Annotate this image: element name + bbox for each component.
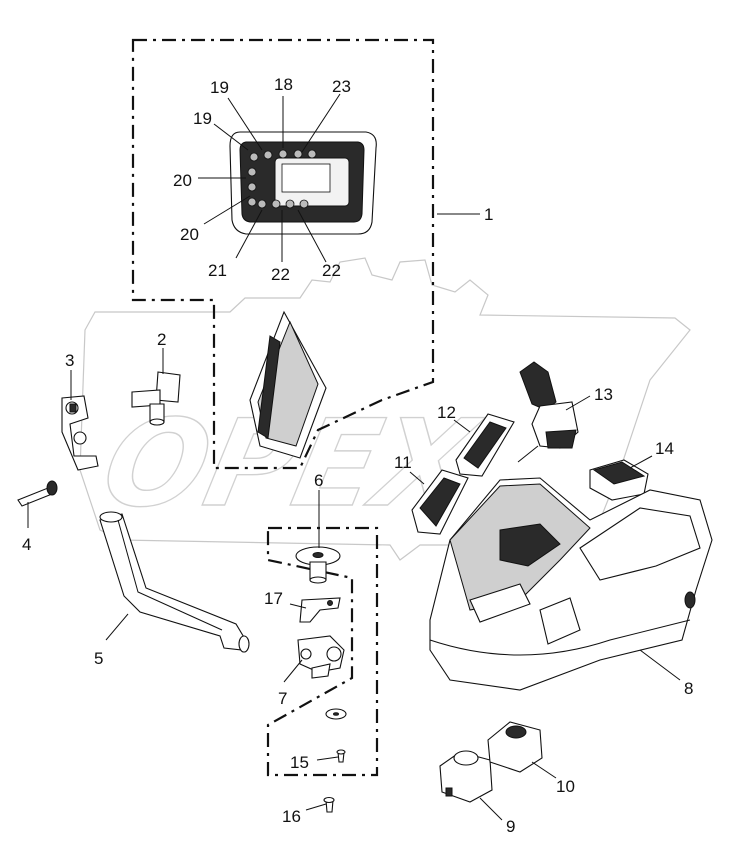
joystick [517, 361, 579, 463]
callout-6: 6 [314, 471, 323, 490]
bolt-16 [323, 796, 335, 813]
watermark-gear-outline [79, 257, 691, 561]
callout-19-side: 19 [193, 109, 212, 128]
callout-15: 15 [290, 753, 309, 772]
callout-19-top: 19 [210, 78, 229, 97]
mounting-post [295, 546, 341, 584]
callout-18: 18 [274, 75, 293, 94]
display-monitor-front [229, 131, 377, 235]
callout-14: 14 [655, 439, 674, 458]
callout-7: 7 [278, 689, 287, 708]
assembly-boundary-1 [131, 38, 435, 470]
switch-panel-12 [455, 413, 515, 477]
callout-20-upper: 20 [173, 171, 192, 190]
callout-9: 9 [506, 817, 515, 836]
callout-16: 16 [282, 807, 301, 826]
armrest-console [429, 477, 713, 691]
screw-15 [336, 749, 346, 763]
callout-22-right: 22 [322, 261, 341, 280]
leader-lines [27, 93, 681, 821]
switch-panel-11 [411, 469, 469, 535]
callout-17: 17 [264, 589, 283, 608]
callout-13: 13 [594, 385, 613, 404]
bent-support-tube [99, 511, 250, 653]
assembly-boundary-6 [266, 526, 379, 777]
mounting-bracket [131, 371, 181, 426]
callout-8: 8 [684, 679, 693, 698]
callout-1: 1 [484, 205, 493, 224]
callout-20-lower: 20 [180, 225, 199, 244]
washer [325, 708, 347, 720]
clamp [61, 395, 99, 471]
monitor-buttons [247, 149, 317, 209]
small-bracket [299, 597, 341, 623]
lever-knob [17, 480, 58, 507]
callout-22-left: 22 [271, 265, 290, 284]
callout-3: 3 [65, 351, 74, 370]
watermark-logo: OPEX [79, 257, 691, 561]
callout-23: 23 [332, 77, 351, 96]
switch-box-9 [439, 750, 493, 803]
knob-box-10 [487, 721, 543, 773]
keypad [589, 459, 649, 501]
callout-5: 5 [94, 649, 103, 668]
display-monitor-side [249, 310, 327, 459]
callout-labels: 1 2 3 4 5 6 7 8 9 10 11 12 13 14 15 16 1… [22, 75, 693, 836]
callout-21: 21 [208, 261, 227, 280]
callout-4: 4 [22, 535, 31, 554]
callout-2: 2 [157, 330, 166, 349]
callout-12: 12 [437, 403, 456, 422]
callout-10: 10 [556, 777, 575, 796]
swivel-clamp [297, 635, 345, 679]
callout-11: 11 [394, 453, 412, 472]
